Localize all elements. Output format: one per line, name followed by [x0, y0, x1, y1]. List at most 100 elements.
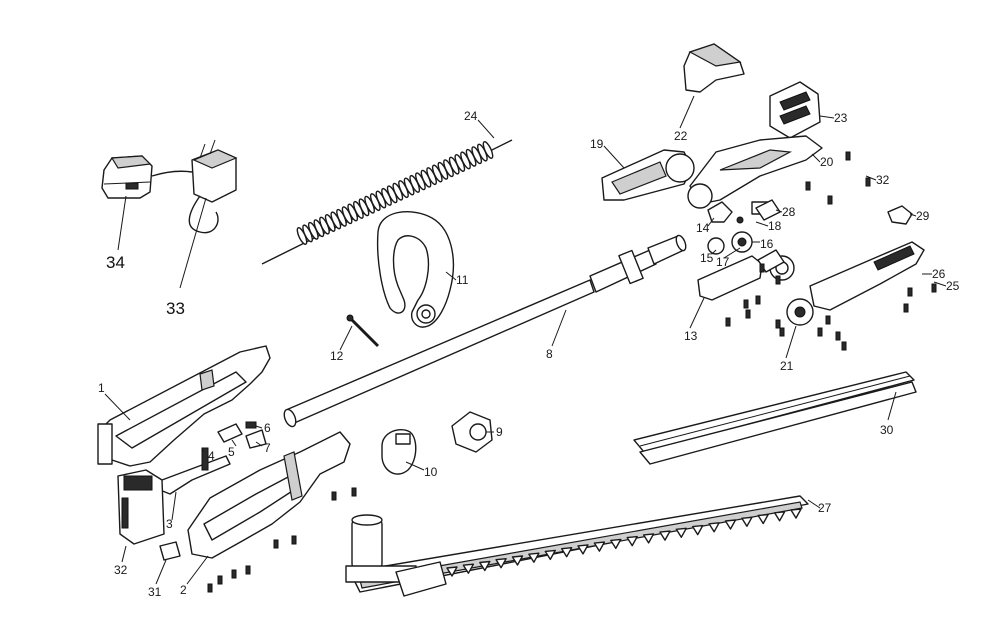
blade-tooth — [757, 513, 769, 525]
blade-tooth — [479, 560, 491, 572]
screw — [759, 263, 765, 273]
label-part-11: 11 — [456, 273, 469, 287]
handle-housing-left — [97, 345, 271, 467]
label-part-19: 19 — [590, 137, 604, 151]
label-part-28: 28 — [782, 205, 796, 219]
label-part-23: 23 — [834, 111, 848, 125]
label-part-27: 27 — [818, 501, 832, 515]
label-part-26: 26 — [932, 267, 946, 281]
front-handle — [697, 249, 795, 301]
blade-tooth — [741, 516, 753, 527]
blade-tooth — [724, 519, 737, 530]
blade-tooth — [659, 530, 671, 541]
label-part-10: 10 — [424, 465, 438, 479]
d-handle — [376, 211, 455, 328]
head-housing-19 — [601, 149, 695, 201]
switch-5 — [217, 423, 243, 443]
motor — [345, 514, 447, 597]
screw — [755, 295, 761, 305]
screw — [725, 317, 731, 327]
spring-4 — [201, 447, 209, 471]
label-part-5: 5 — [228, 445, 235, 459]
cap-23 — [769, 81, 821, 139]
label-part-32: 32 — [114, 563, 128, 577]
label-part-7: 7 — [264, 441, 271, 455]
screw — [231, 569, 237, 579]
screw — [817, 327, 823, 337]
screw — [273, 539, 279, 549]
label-part-8: 8 — [546, 347, 553, 361]
screw — [865, 177, 871, 187]
label-part-15: 15 — [700, 251, 714, 265]
blade-tooth — [790, 508, 802, 519]
screw — [207, 583, 213, 593]
label-part-30: 30 — [880, 423, 894, 437]
trigger — [159, 455, 231, 495]
screw — [743, 299, 749, 309]
bolt — [346, 314, 380, 348]
screw — [825, 315, 831, 325]
label-part-3: 3 — [166, 517, 173, 531]
label-part-24: 24 — [464, 109, 478, 123]
screw — [775, 275, 781, 285]
blade-tooth — [593, 541, 606, 552]
head-housing-20 — [687, 135, 823, 209]
blade-tooth — [511, 555, 524, 566]
screw — [903, 303, 909, 313]
label-part-14: 14 — [696, 221, 710, 235]
part-labels: 1 2 3 4 5 6 7 8 9 10 11 12 13 14 15 16 1… — [98, 109, 960, 599]
screw — [775, 319, 781, 329]
leader-lines — [104, 95, 947, 585]
label-part-31: 31 — [148, 585, 162, 599]
label-part-16: 16 — [760, 237, 774, 251]
label-part-25: 25 — [946, 279, 960, 293]
screw — [291, 535, 297, 545]
blade-tooth — [675, 527, 687, 538]
coil-cord — [261, 139, 513, 265]
blade-tooth — [446, 566, 458, 577]
blade-tooth — [577, 544, 589, 555]
pin-6 — [245, 421, 257, 429]
blade-tooth — [692, 524, 704, 536]
main-shaft — [283, 234, 687, 428]
handle-housing-right — [187, 431, 351, 559]
screw — [931, 283, 937, 293]
side-handle — [786, 241, 925, 326]
screw — [835, 331, 841, 341]
charger-adapter — [101, 155, 193, 199]
blade-tooth — [610, 538, 622, 550]
battery-pack — [117, 469, 165, 545]
label-part-4: 4 — [208, 449, 215, 463]
screw — [805, 181, 811, 191]
screw — [827, 195, 833, 205]
label-part-6: 6 — [264, 421, 271, 435]
battery-clip — [159, 541, 181, 561]
screw — [217, 575, 223, 585]
label-part-18: 18 — [768, 219, 782, 233]
clamp-ring — [381, 428, 417, 475]
label-part-29: 29 — [916, 209, 930, 223]
label-part-13: 13 — [684, 329, 698, 343]
blade-tooth — [773, 511, 786, 522]
clip-28 — [755, 199, 781, 221]
label-part-32b: 32 — [876, 173, 890, 187]
screw — [907, 287, 913, 297]
label-part-1: 1 — [98, 381, 105, 395]
power-supply — [188, 139, 238, 234]
label-part-34: 34 — [106, 253, 125, 272]
screw — [245, 565, 251, 575]
label-part-33: 33 — [166, 299, 185, 318]
screws — [207, 151, 937, 593]
cutter-blade — [349, 495, 809, 593]
label-part-20: 20 — [820, 155, 834, 169]
blade-guard-rail — [633, 371, 917, 465]
blade-tooth — [561, 547, 573, 558]
blade-tooth — [626, 535, 638, 547]
label-part-21: 21 — [780, 359, 794, 373]
screw — [841, 341, 847, 351]
lock-7 — [245, 429, 267, 449]
blade-tooth — [528, 552, 540, 563]
clip-29 — [887, 205, 913, 225]
blade-tooth — [544, 549, 556, 561]
